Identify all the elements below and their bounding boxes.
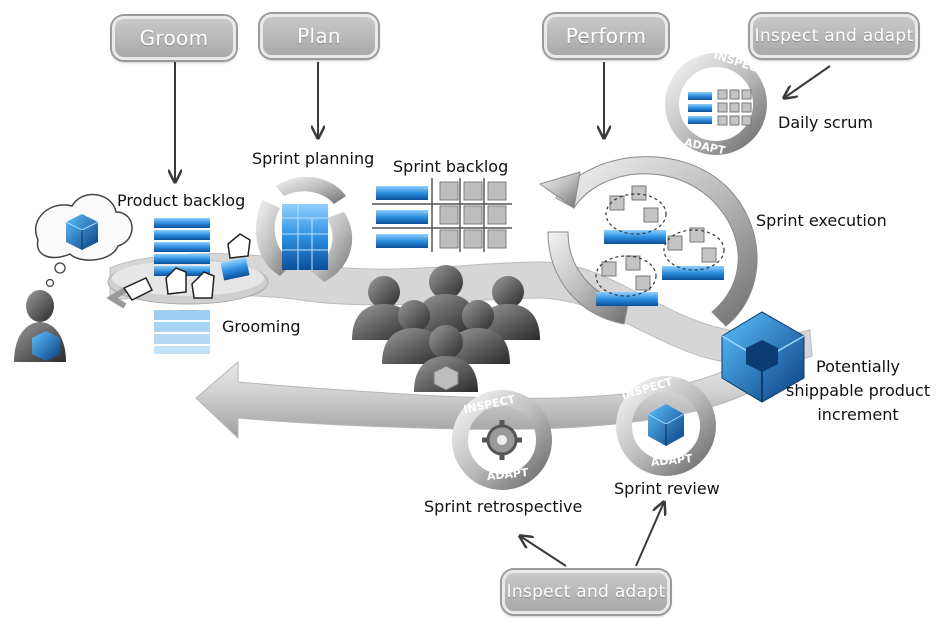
pointer-arrows bbox=[175, 62, 831, 567]
groom-stage-button: Groom bbox=[112, 16, 236, 60]
increment-label-line1: Potentially bbox=[815, 357, 900, 376]
daily-adapt-text: ADAPT bbox=[683, 136, 727, 157]
increment-label-line2: shippable product bbox=[786, 381, 931, 400]
product-backlog-stack bbox=[122, 218, 251, 354]
inspect-adapt-top-button: Inspect and adapt bbox=[750, 14, 918, 58]
increment-label-line3: increment bbox=[817, 405, 899, 424]
sprint-retrospective-cycle bbox=[452, 390, 552, 490]
daily-scrum-cycle bbox=[665, 53, 767, 155]
sprint-planning-label: Sprint planning bbox=[252, 149, 375, 168]
sprint-retrospective-label: Sprint retrospective bbox=[424, 497, 583, 516]
sprint-execution-label: Sprint execution bbox=[756, 211, 887, 230]
perform-stage-button: Perform bbox=[544, 14, 668, 58]
sprint-backlog-label: Sprint backlog bbox=[393, 157, 509, 176]
increment-cube bbox=[721, 311, 805, 403]
product-owner-figure bbox=[14, 193, 133, 362]
retro-adapt-text: ADAPT bbox=[486, 466, 529, 483]
grooming-label: Grooming bbox=[222, 317, 301, 336]
review-adapt-text: ADAPT bbox=[650, 452, 693, 469]
sprint-planning-graphic bbox=[256, 176, 353, 282]
plan-stage-button: Plan bbox=[260, 14, 378, 58]
product-backlog-label: Product backlog bbox=[117, 191, 246, 210]
inspect-adapt-bottom-button: Inspect and adapt bbox=[502, 570, 670, 614]
daily-scrum-label: Daily scrum bbox=[778, 113, 874, 132]
sprint-backlog-graphic bbox=[372, 178, 512, 252]
sprint-review-cycle bbox=[616, 376, 716, 476]
scrum-team-figures bbox=[352, 265, 540, 392]
sprint-review-label: Sprint review bbox=[614, 479, 720, 498]
sprint-execution-cycle bbox=[538, 156, 758, 327]
